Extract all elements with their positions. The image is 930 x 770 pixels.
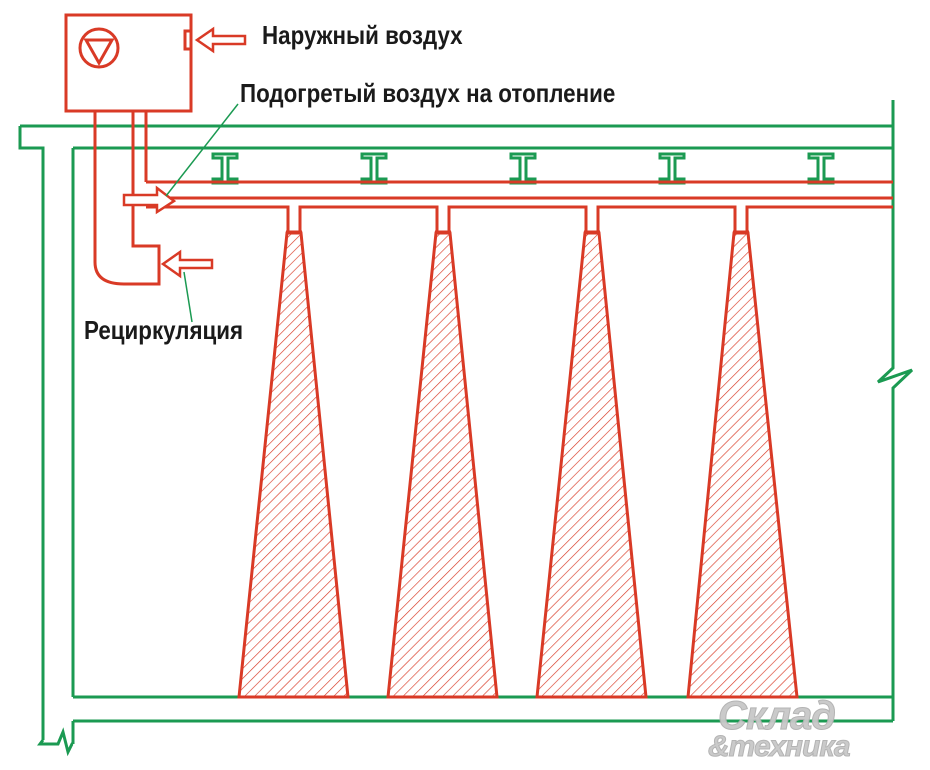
building-structure — [18, 100, 914, 757]
i-beam-icon — [211, 152, 239, 185]
publisher-logo: Склад &техника — [708, 694, 918, 764]
label-outside-air: Наружный воздух — [262, 20, 463, 50]
air-jet — [686, 231, 799, 699]
i-beam-icon — [807, 152, 835, 185]
leader-lines — [165, 103, 239, 323]
logo-line1: Склад — [717, 694, 836, 739]
fan-icon — [78, 27, 120, 69]
i-beam-icon — [658, 152, 686, 185]
roof-slab — [18, 124, 893, 740]
air-jet — [535, 231, 648, 699]
wall-break-right — [876, 100, 914, 721]
arrow-right-outline-icon — [160, 249, 214, 279]
air-jet — [386, 231, 499, 699]
flow-arrows — [122, 26, 247, 279]
leader-heated-air — [165, 103, 239, 197]
inlet-flange — [183, 29, 193, 51]
recirculation-duct — [93, 111, 161, 286]
warm-air-jets — [237, 231, 799, 699]
heater-unit — [64, 13, 193, 113]
i-beam-icon — [360, 152, 388, 185]
main-duct — [146, 180, 893, 232]
label-recirculation: Рециркуляция — [84, 315, 244, 345]
arrow-right-outline-icon — [194, 26, 247, 54]
i-beam-icon — [509, 152, 537, 185]
air-jet — [237, 231, 350, 699]
label-heated-air: Подогретый воздух на отопление — [240, 78, 616, 108]
wall-break-left — [37, 727, 74, 757]
logo-line2: &техника — [708, 730, 852, 764]
leader-recirculation — [183, 271, 193, 323]
arrow-right-outline-icon — [122, 185, 177, 215]
